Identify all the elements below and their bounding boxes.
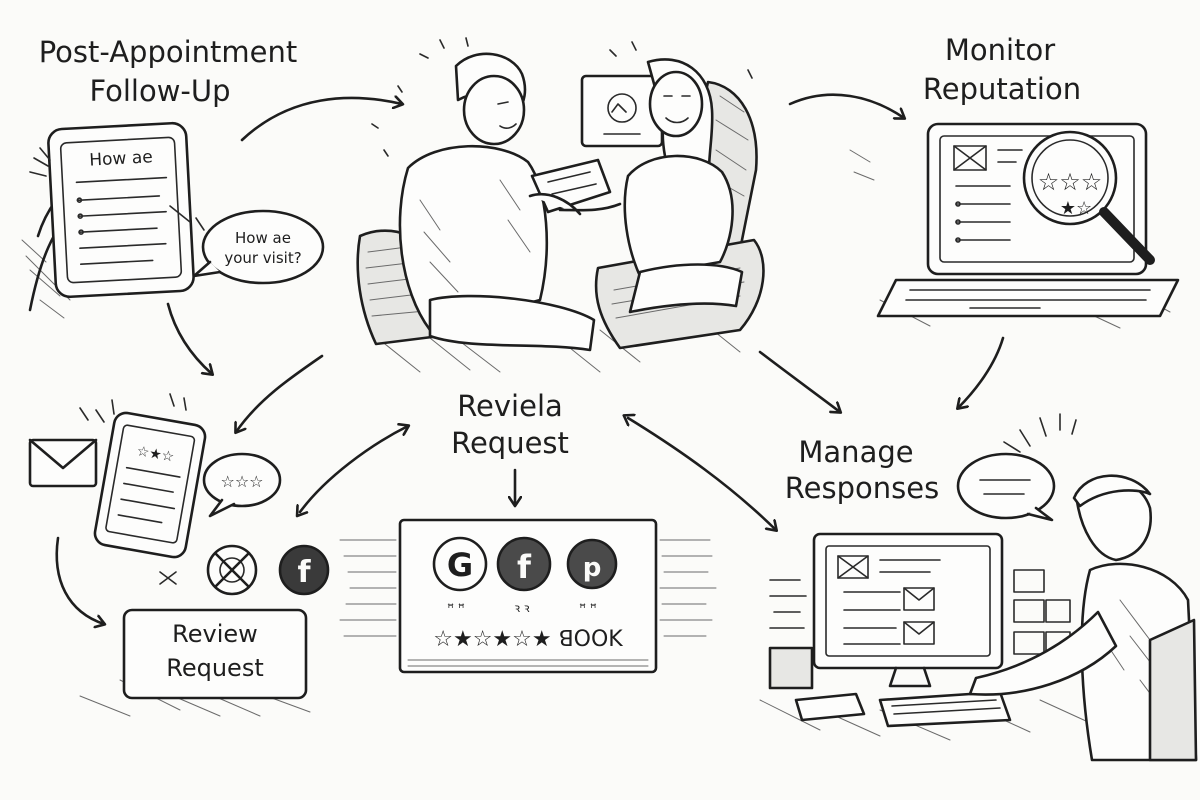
rating-bubble-stars: ☆☆☆ — [220, 472, 263, 491]
flow-arrows — [55, 93, 1005, 624]
arrow-appointment-to-review — [236, 354, 324, 432]
monitor-stand — [888, 666, 932, 688]
magnifier-stars-2: ★☆ — [1060, 198, 1092, 219]
arrow-followup-to-appointment — [240, 98, 402, 142]
monitor-title-line2: Reputation — [923, 72, 1081, 106]
patient-body — [623, 154, 734, 278]
facebook-icon — [278, 544, 330, 596]
manage-responses-scene — [759, 413, 1198, 762]
worker-hair — [1072, 474, 1152, 508]
google-icon — [432, 536, 488, 592]
doctor-legs — [428, 294, 596, 352]
worker-chair — [1148, 618, 1198, 762]
platform-mark-2: ꝛ ꝛ — [514, 601, 530, 615]
arrow-followup-to-review — [166, 302, 212, 374]
doctor-head — [462, 74, 526, 146]
patient-head — [648, 70, 704, 138]
speech-bubble-line2: your visit? — [224, 249, 301, 267]
phone-followup-scene: How ae How ae your visit? — [21, 121, 325, 319]
phone-followup — [47, 121, 195, 299]
platform-mark-3: ꟸ ꟸ — [579, 601, 597, 615]
platform-star-row: ☆★☆★☆★ ꓭOOK — [433, 627, 623, 652]
worker-arm — [968, 610, 1118, 696]
arrow-email-to-review-box — [55, 536, 104, 624]
appointment-scene — [356, 37, 765, 373]
arrow-review-center-bidirectional — [300, 426, 408, 512]
arrow-center-manage-bidirectional — [628, 418, 776, 530]
phone-screen-text: How ae — [89, 147, 153, 170]
response-speech-bubble — [956, 452, 1056, 520]
post-appointment-title-line1: Post-Appointment — [39, 35, 298, 69]
desktop-monitor — [812, 532, 1004, 670]
facebook-platform-glyph: f — [517, 548, 532, 586]
facebook-platform-icon — [496, 536, 552, 592]
patient-legs — [628, 263, 744, 314]
doctor-hands — [528, 193, 622, 216]
pinterest-glyph: p — [583, 553, 602, 583]
desk-cup — [768, 646, 814, 690]
doctor-body — [398, 144, 549, 332]
phone-review-stars: ☆★☆ — [135, 443, 175, 465]
magnifier-handle — [1099, 207, 1155, 265]
center-title-line1: Reviela — [457, 389, 563, 423]
magnifier-stars: ☆☆☆ — [1038, 168, 1103, 196]
post-appointment-title-line2: Follow-Up — [89, 74, 230, 108]
phone-review — [93, 411, 207, 559]
review-request-box — [122, 608, 308, 700]
arrow-appointment-to-monitor — [788, 93, 904, 118]
magnifier-glass-icon — [1022, 130, 1118, 226]
monitor-reputation-scene: ☆☆☆ ★☆ — [849, 122, 1180, 329]
speech-bubble-line1: How ae — [235, 229, 291, 247]
platform-mark-1: ꟸ ꟸ — [447, 601, 465, 615]
manage-title-line2: Responses — [785, 471, 939, 505]
google-glyph: G — [447, 546, 473, 584]
review-box-line2: Request — [166, 654, 264, 682]
email-envelope-icon — [28, 438, 98, 488]
review-box-line1: Review — [172, 620, 258, 648]
facebook-glyph: f — [297, 555, 311, 590]
center-title-line2: Request — [451, 426, 569, 460]
review-request-channels: ☆★☆ ☆☆☆ f Review Request — [28, 393, 330, 717]
monitor-title-line1: Monitor — [945, 33, 1055, 67]
review-platforms-board: G f p ꟸ ꟸ ꝛ ꝛ ꟸ ꟸ ☆★☆★☆★ ꓭOOK — [339, 518, 717, 674]
pinterest-icon — [566, 538, 618, 590]
desk-notebook — [794, 692, 866, 722]
arrow-appointment-to-manage — [758, 350, 840, 412]
arrow-monitor-to-manage — [958, 336, 1005, 408]
laptop-image-placeholder — [953, 145, 987, 171]
laptop-keyboard — [876, 278, 1180, 318]
rating-speech-bubble — [202, 452, 282, 508]
manage-title-line1: Manage — [798, 435, 913, 469]
speech-bubble-visit — [201, 209, 325, 285]
